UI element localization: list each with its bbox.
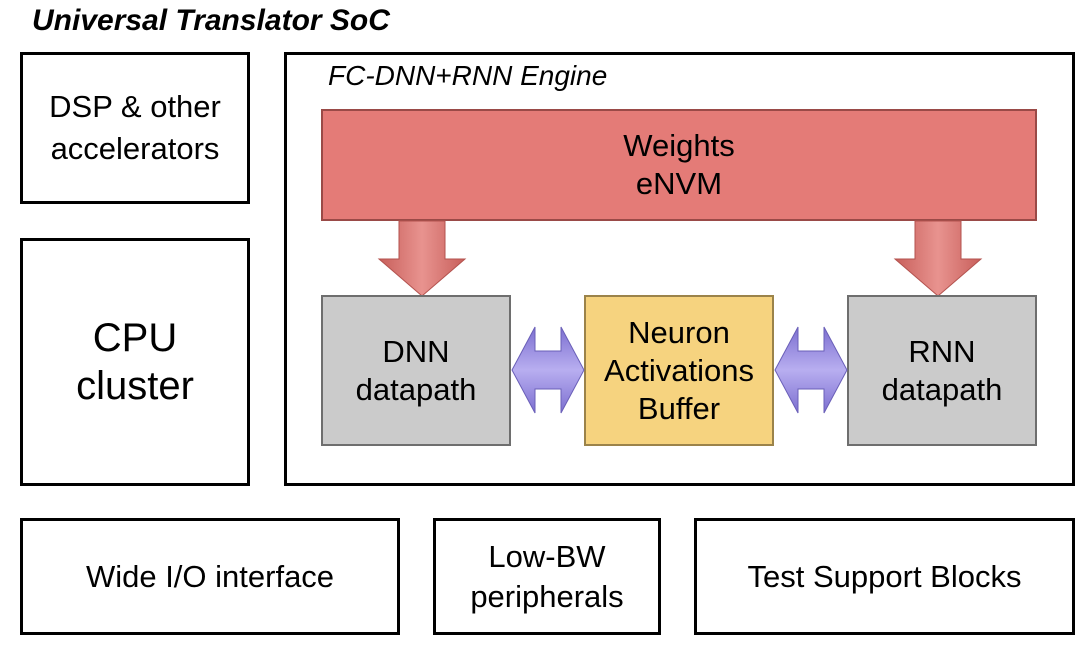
cpu-label-line2: cluster [76,364,194,408]
low-bw-label-line1: Low-BW [488,538,606,574]
dnn-datapath-block: DNN datapath [321,295,511,446]
rnn-label-line1: RNN [908,333,976,369]
weights-to-dnn-arrow [377,220,467,297]
buffer-label-line3: Buffer [637,390,721,426]
engine-label: FC-DNN+RNN Engine [328,60,608,91]
wide-io-interface-block: Wide I/O interface [20,518,400,635]
low-bw-peripherals-block: Low-BW peripherals [433,518,661,635]
rnn-datapath-block: RNN datapath [847,295,1037,446]
buffer-label-line2: Activations [604,352,754,388]
cpu-label-line1: CPU [92,316,178,360]
neuron-activations-buffer-block: Neuron Activations Buffer [584,295,774,446]
dnn-label-line2: datapath [355,371,477,407]
weights-envm-block: Weights eNVM [321,109,1037,221]
dsp-label-line1: DSP & other [49,89,221,124]
rnn-label-line2: datapath [881,371,1003,407]
dnn-label-line1: DNN [382,333,450,369]
test-support-blocks-block: Test Support Blocks [694,518,1075,635]
buffer-rnn-bidir-arrow [774,326,848,414]
weights-label-line2: eNVM [635,166,723,201]
test-support-label: Test Support Blocks [747,558,1022,594]
dsp-label-line2: accelerators [50,131,220,166]
cpu-cluster-block: CPU cluster [20,238,250,486]
dnn-buffer-bidir-arrow [511,326,585,414]
dsp-accelerators-block: DSP & other accelerators [20,52,250,204]
buffer-label-line1: Neuron [628,314,730,350]
weights-label-line1: Weights [623,128,735,163]
weights-to-rnn-arrow [893,220,983,297]
diagram-title: Universal Translator SoC [32,4,390,37]
low-bw-label-line2: peripherals [470,578,624,614]
wide-io-label: Wide I/O interface [85,558,335,594]
